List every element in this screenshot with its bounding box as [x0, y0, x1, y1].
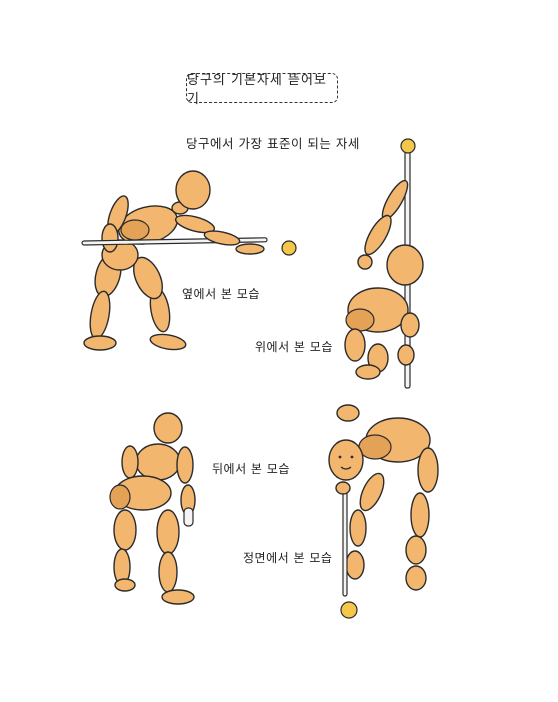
- top-view-figure: [344, 138, 424, 389]
- back-view-figure: [109, 412, 196, 605]
- front-view-figure: [328, 404, 439, 619]
- subtitle: 당구에서 가장 표준이 되는 자세: [186, 136, 360, 151]
- caption-front-view: 정면에서 본 모습: [243, 551, 333, 565]
- caption-back-view: 뒤에서 본 모습: [212, 462, 290, 476]
- caption-side-view: 옆에서 본 모습: [182, 287, 260, 301]
- title-text: 당구의 기본자세 뜯어보기: [187, 73, 327, 107]
- side-view-figure: [81, 170, 297, 351]
- caption-top-view: 위에서 본 모습: [255, 340, 333, 354]
- title-box: 당구의 기본자세 뜯어보기: [186, 73, 338, 107]
